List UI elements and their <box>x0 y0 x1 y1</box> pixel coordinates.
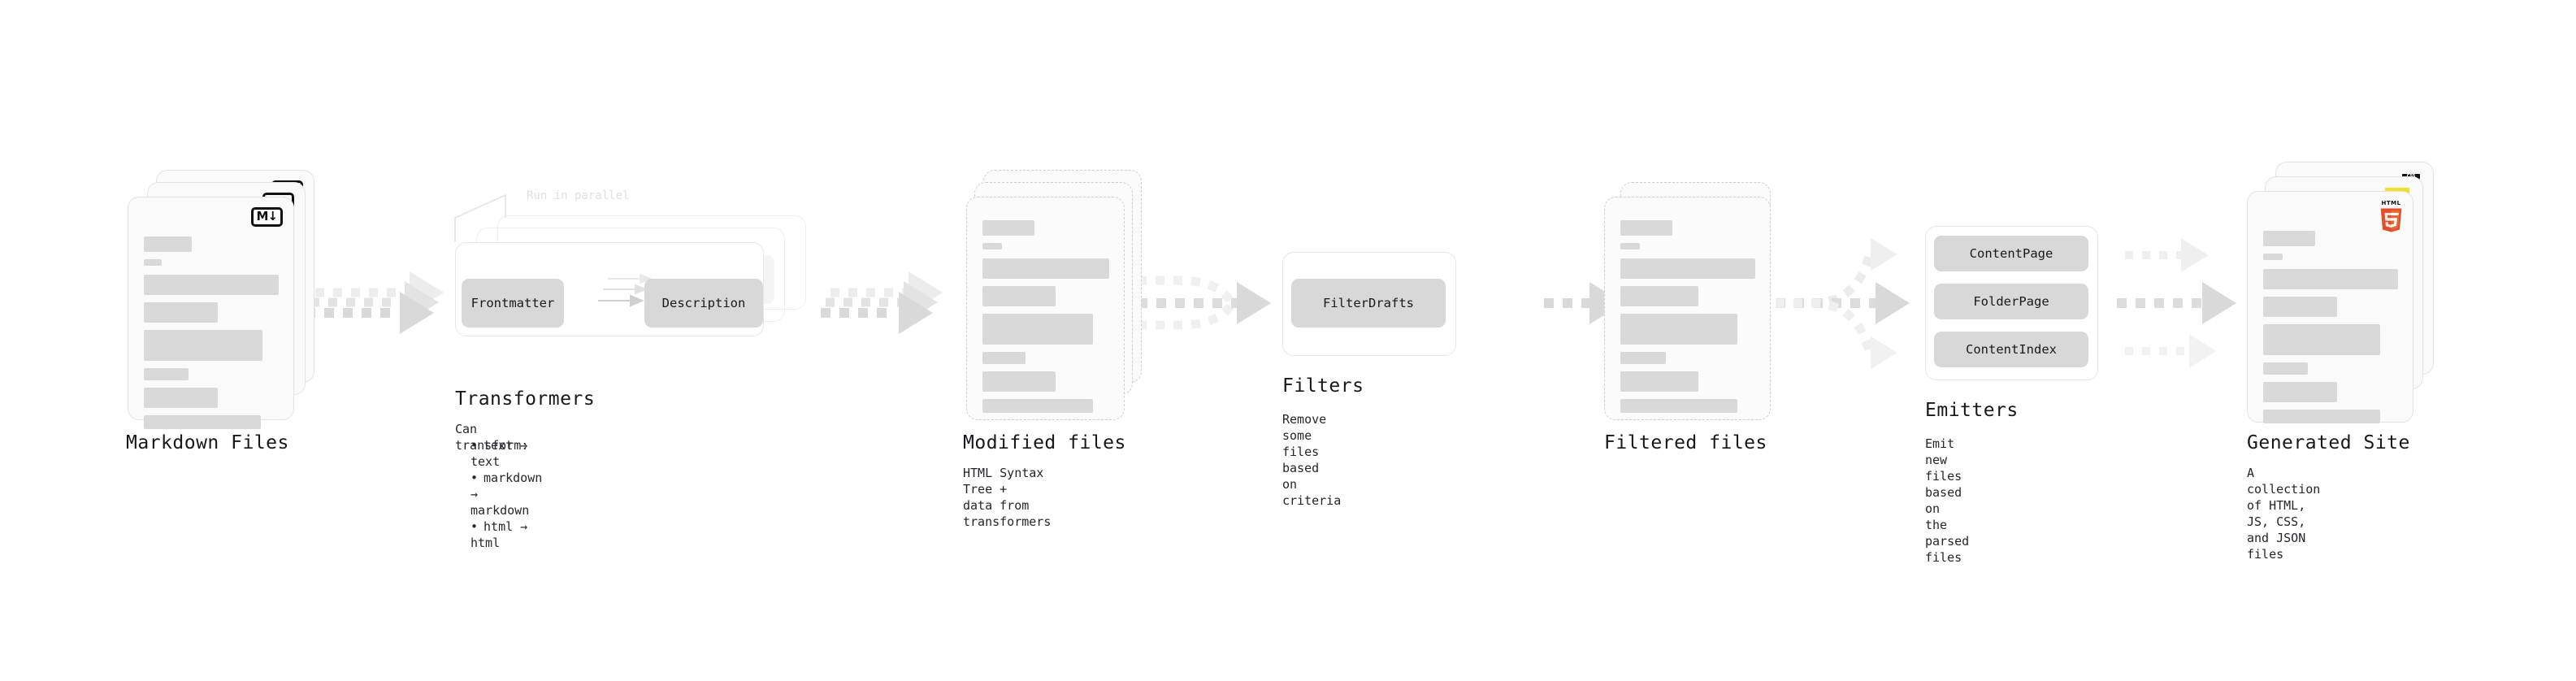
modified-file-card-front[interactable] <box>966 197 1125 420</box>
list-item: html → html <box>471 518 542 551</box>
transformer-chip-frontmatter[interactable]: Frontmatter <box>462 279 564 327</box>
stage-subtitle-generated-site: A collection of HTML, JS, CSS, and JSON … <box>2247 466 2321 562</box>
file-content-placeholder <box>982 220 1109 420</box>
stage-title-filters: Filters <box>1282 375 1364 397</box>
stage-title-transformers: Transformers <box>455 388 596 410</box>
stage-title-emitters: Emitters <box>1925 400 2019 421</box>
arrow-markdown-to-transformers <box>306 271 444 334</box>
stage-title-modified-files: Modified files <box>963 432 1126 453</box>
filtered-file-card-front[interactable] <box>1604 197 1771 420</box>
list-item: text → text <box>471 437 542 470</box>
stage-title-filtered-files: Filtered files <box>1604 432 1767 453</box>
stage-subtitle-emitters: Emit new files based on the parsed files <box>1925 436 1970 565</box>
stage-title-generated-site: Generated Site <box>2247 432 2410 453</box>
filter-chip-filterdrafts[interactable]: FilterDrafts <box>1291 279 1446 327</box>
site-file-card-html[interactable]: HTML <box>2247 191 2413 423</box>
transformers-bullet-list: text → text markdown → markdown html → h… <box>455 437 542 551</box>
stage-title-markdown-files: Markdown Files <box>126 432 289 453</box>
stage-subtitle-filters: Remove some files based on criteria <box>1282 412 1342 508</box>
arrow-modified-to-filters <box>1138 275 1271 330</box>
html5-shield <box>2380 208 2402 232</box>
emitter-chip-contentpage[interactable]: ContentPage <box>1934 236 2088 271</box>
markdown-icon: M↓ <box>250 207 283 227</box>
transformer-chip-description[interactable]: Description <box>644 279 763 327</box>
file-content-placeholder <box>1620 220 1755 420</box>
arrow-emitters-to-site <box>2117 238 2236 368</box>
markdown-file-card-front[interactable]: M↓ <box>128 197 294 429</box>
html5-icon: HTML <box>2379 200 2403 234</box>
emitter-chip-folderpage[interactable]: FolderPage <box>1934 284 2088 319</box>
arrow-filtered-to-emitters <box>1776 237 1910 370</box>
stage-subtitle-modified-files: HTML Syntax Tree + data from transformer… <box>963 466 1052 529</box>
emitter-chip-contentindex[interactable]: ContentIndex <box>1934 332 2088 367</box>
file-content-placeholder <box>2263 231 2398 431</box>
run-in-parallel-label: Run in parallel <box>527 189 630 202</box>
list-item: markdown → markdown <box>471 470 542 518</box>
arrow-transformers-to-modified <box>821 271 943 334</box>
file-content-placeholder <box>144 236 279 436</box>
